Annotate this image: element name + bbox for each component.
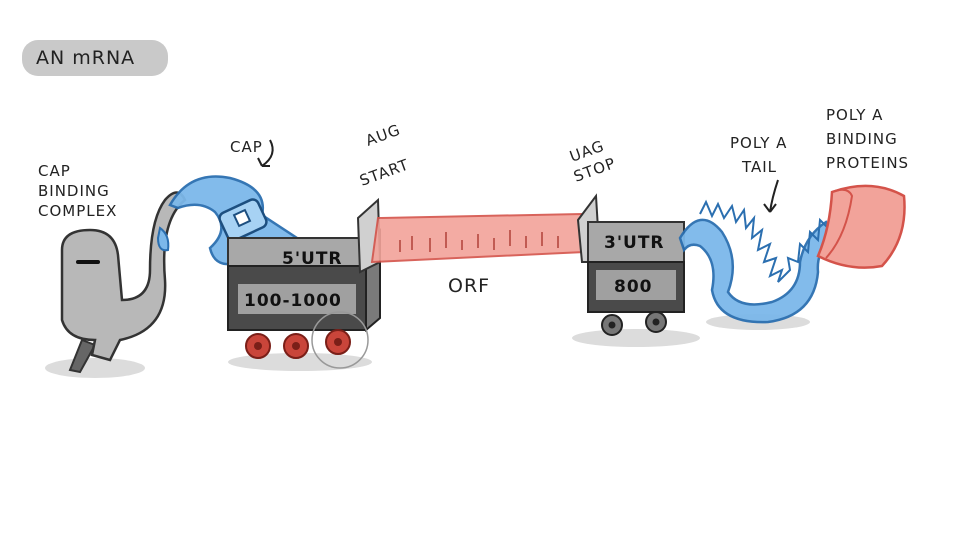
utr3-wheel-1-hub [608,321,616,329]
poly-a-binding-label-line2: BINDING [826,130,898,148]
poly-a-spikes [699,199,831,283]
poly-a-binding-protein [816,184,906,269]
utr5-length-plate [238,284,356,314]
aug-label: AUG [363,121,403,150]
poly-a-tail-label-line1: POLY A [730,134,787,152]
poly-a-tail [678,199,836,330]
cap-binding-label-line2: BINDING [38,182,110,200]
binding-protein-rim [825,188,854,259]
utr3-wheel-2-hub [652,318,660,326]
poly-a-binding-label-line1: POLY A [826,106,883,124]
poly-a-binding-label-line3: PROTEINS [826,154,909,172]
title-group: AN mRNA [22,40,168,76]
cap-label: CAP [230,138,263,156]
utr5-wheel-2-hub [292,342,300,350]
cap-binding-label-line1: CAP [38,162,71,180]
binding-protein-cup [816,184,906,269]
utr5-length: 100-1000 [244,291,342,311]
utr5-wheel-3-hub [334,338,342,346]
orf-strip [370,212,586,264]
title-highlight [22,40,168,76]
poly-a-tail-label-line2: TAIL [741,158,777,176]
utr5-wheels [245,311,369,369]
creature-shadow [45,358,145,378]
utr3-cart: 3'UTR 800 [572,193,700,347]
orf-label: ORF [448,275,490,297]
utr3-length: 800 [614,277,653,297]
cap-binding-label-line3: COMPLEX [38,202,117,220]
cap-hat-buckle [232,208,252,228]
utr5-label: 5'UTR [282,249,343,269]
utr5-wheel-3-highlight [311,311,369,369]
poly-a-tail-arrow [763,179,779,213]
cap-binding-complex-creature [45,191,187,378]
start-label: START [357,155,411,189]
title-text: AN mRNA [36,47,135,69]
utr3-shadow [572,329,700,347]
utr3-label: 3'UTR [604,233,665,253]
utr3-length-plate [596,270,676,300]
cap-label-arrow [257,139,274,167]
creature-blue-mark [156,226,170,252]
utr5-wheel-1-hub [254,342,262,350]
creature-body [60,191,187,362]
orf-codon-marks [399,230,559,252]
